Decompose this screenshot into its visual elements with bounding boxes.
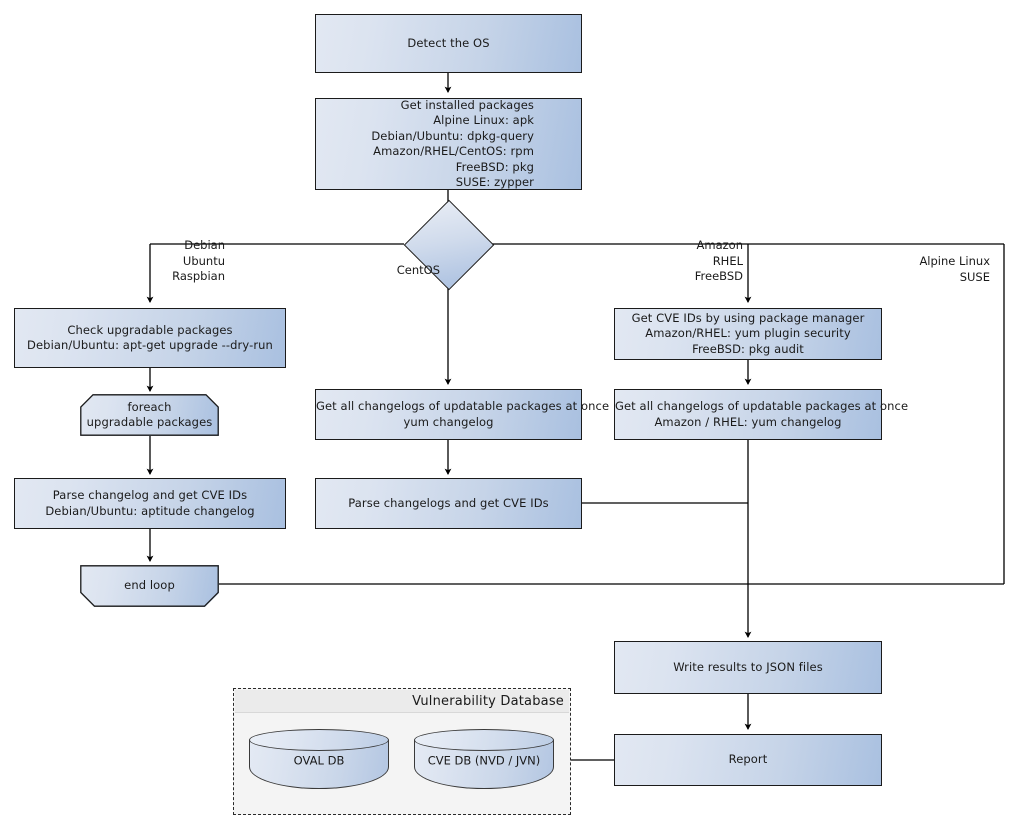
line: foreach [127, 399, 172, 414]
branch-label-alpine: Alpine Linux SUSE [860, 254, 990, 285]
line: SUSE: zypper [455, 175, 534, 189]
line: Alpine Linux [919, 254, 990, 268]
node-foreach-loop-start-label: foreach upgradable packages [80, 400, 219, 431]
line: Raspbian [172, 269, 225, 283]
line: Amazon/RHEL/CentOS: rpm [373, 144, 534, 158]
line: Parse changelog and get CVE IDs [52, 488, 248, 502]
line: FreeBSD: pkg audit [692, 341, 804, 356]
node-get-cve-ids-package-manager[interactable]: Get CVE IDs by using package manager Ama… [614, 308, 882, 360]
node-get-changelogs-centos[interactable]: Get all changelogs of updatable packages… [315, 389, 610, 440]
node-get-changelogs-rhel[interactable]: Get all changelogs of updatable packages… [614, 389, 909, 440]
node-end-loop-label: end loop [124, 578, 175, 593]
line: Amazon / RHEL: yum changelog [654, 414, 842, 429]
node-write-results-json[interactable]: Write results to JSON files [614, 641, 882, 694]
node-detect-os[interactable]: Detect the OS [315, 14, 582, 73]
loop-start-shape [80, 394, 219, 436]
node-get-installed-packages[interactable]: Get installed packages Alpine Linux: apk… [315, 98, 582, 190]
cylinder-top [414, 729, 554, 751]
node-check-upgradable-packages-label: Check upgradable packages Debian/Ubuntu:… [15, 323, 285, 354]
node-get-changelogs-rhel-label: Get all changelogs of updatable packages… [615, 399, 909, 430]
line: Debian [184, 238, 225, 252]
line: Debian/Ubuntu: dpkg-query [371, 128, 534, 143]
node-parse-changelogs-centos-label: Parse changelogs and get CVE IDs [348, 495, 549, 510]
node-report[interactable]: Report [614, 734, 882, 786]
line: Amazon [696, 238, 743, 252]
line: FreeBSD: pkg [455, 159, 534, 174]
loop-start-outline [80, 394, 219, 436]
line: Debian/Ubuntu: apt-get upgrade --dry-run [27, 338, 273, 352]
line: FreeBSD [694, 269, 743, 283]
node-foreach-loop-start[interactable]: foreach upgradable packages [80, 394, 219, 436]
line: RHEL [712, 253, 743, 268]
line: CentOS [396, 263, 440, 277]
node-parse-changelogs-centos[interactable]: Parse changelogs and get CVE IDs [315, 478, 582, 529]
line: yum changelog [403, 414, 494, 429]
node-end-loop[interactable]: end loop [80, 565, 219, 607]
node-write-results-json-label: Write results to JSON files [673, 659, 823, 674]
line: Alpine Linux: apk [433, 113, 534, 127]
vulnerability-database-title: Vulnerability Database [235, 690, 569, 713]
node-check-upgradable-packages[interactable]: Check upgradable packages Debian/Ubuntu:… [14, 308, 286, 368]
cylinder-top [249, 729, 389, 751]
node-get-changelogs-centos-label: Get all changelogs of updatable packages… [316, 399, 610, 430]
loop-end-outline [80, 565, 219, 607]
database-cve-db[interactable]: CVE DB (NVD / JVN) [414, 729, 554, 789]
branch-label-amazon: Amazon RHEL FreeBSD [620, 238, 743, 285]
line: Get installed packages [400, 97, 534, 112]
branch-label-debian: Debian Ubuntu Raspbian [60, 238, 225, 285]
branch-label-centos: CentOS [330, 263, 440, 279]
node-get-cve-ids-package-manager-label: Get CVE IDs by using package manager Ama… [615, 311, 881, 358]
node-get-installed-packages-label: Get installed packages Alpine Linux: apk… [371, 98, 581, 191]
database-cve-db-label: CVE DB (NVD / JVN) [427, 753, 541, 768]
group-title-label: Vulnerability Database [412, 693, 564, 709]
loop-end-shape [80, 565, 219, 607]
line: Get CVE IDs by using package manager [631, 310, 865, 325]
database-oval-db[interactable]: OVAL DB [249, 729, 389, 789]
line: SUSE [959, 269, 990, 284]
node-report-label: Report [728, 752, 768, 767]
line: Get all changelogs of updatable packages… [316, 399, 610, 413]
line: Debian/Ubuntu: aptitude changelog [45, 503, 255, 518]
line: Ubuntu [182, 253, 225, 268]
line: Get all changelogs of updatable packages… [615, 399, 909, 413]
line: Amazon/RHEL: yum plugin security [645, 326, 851, 341]
database-oval-db-label: OVAL DB [293, 753, 345, 768]
node-parse-changelog-debian-label: Parse changelog and get CVE IDs Debian/U… [15, 488, 285, 519]
node-detect-os-label: Detect the OS [407, 35, 490, 50]
line: upgradable packages [86, 415, 213, 429]
node-parse-changelog-debian[interactable]: Parse changelog and get CVE IDs Debian/U… [14, 478, 286, 529]
line: Check upgradable packages [67, 322, 233, 337]
